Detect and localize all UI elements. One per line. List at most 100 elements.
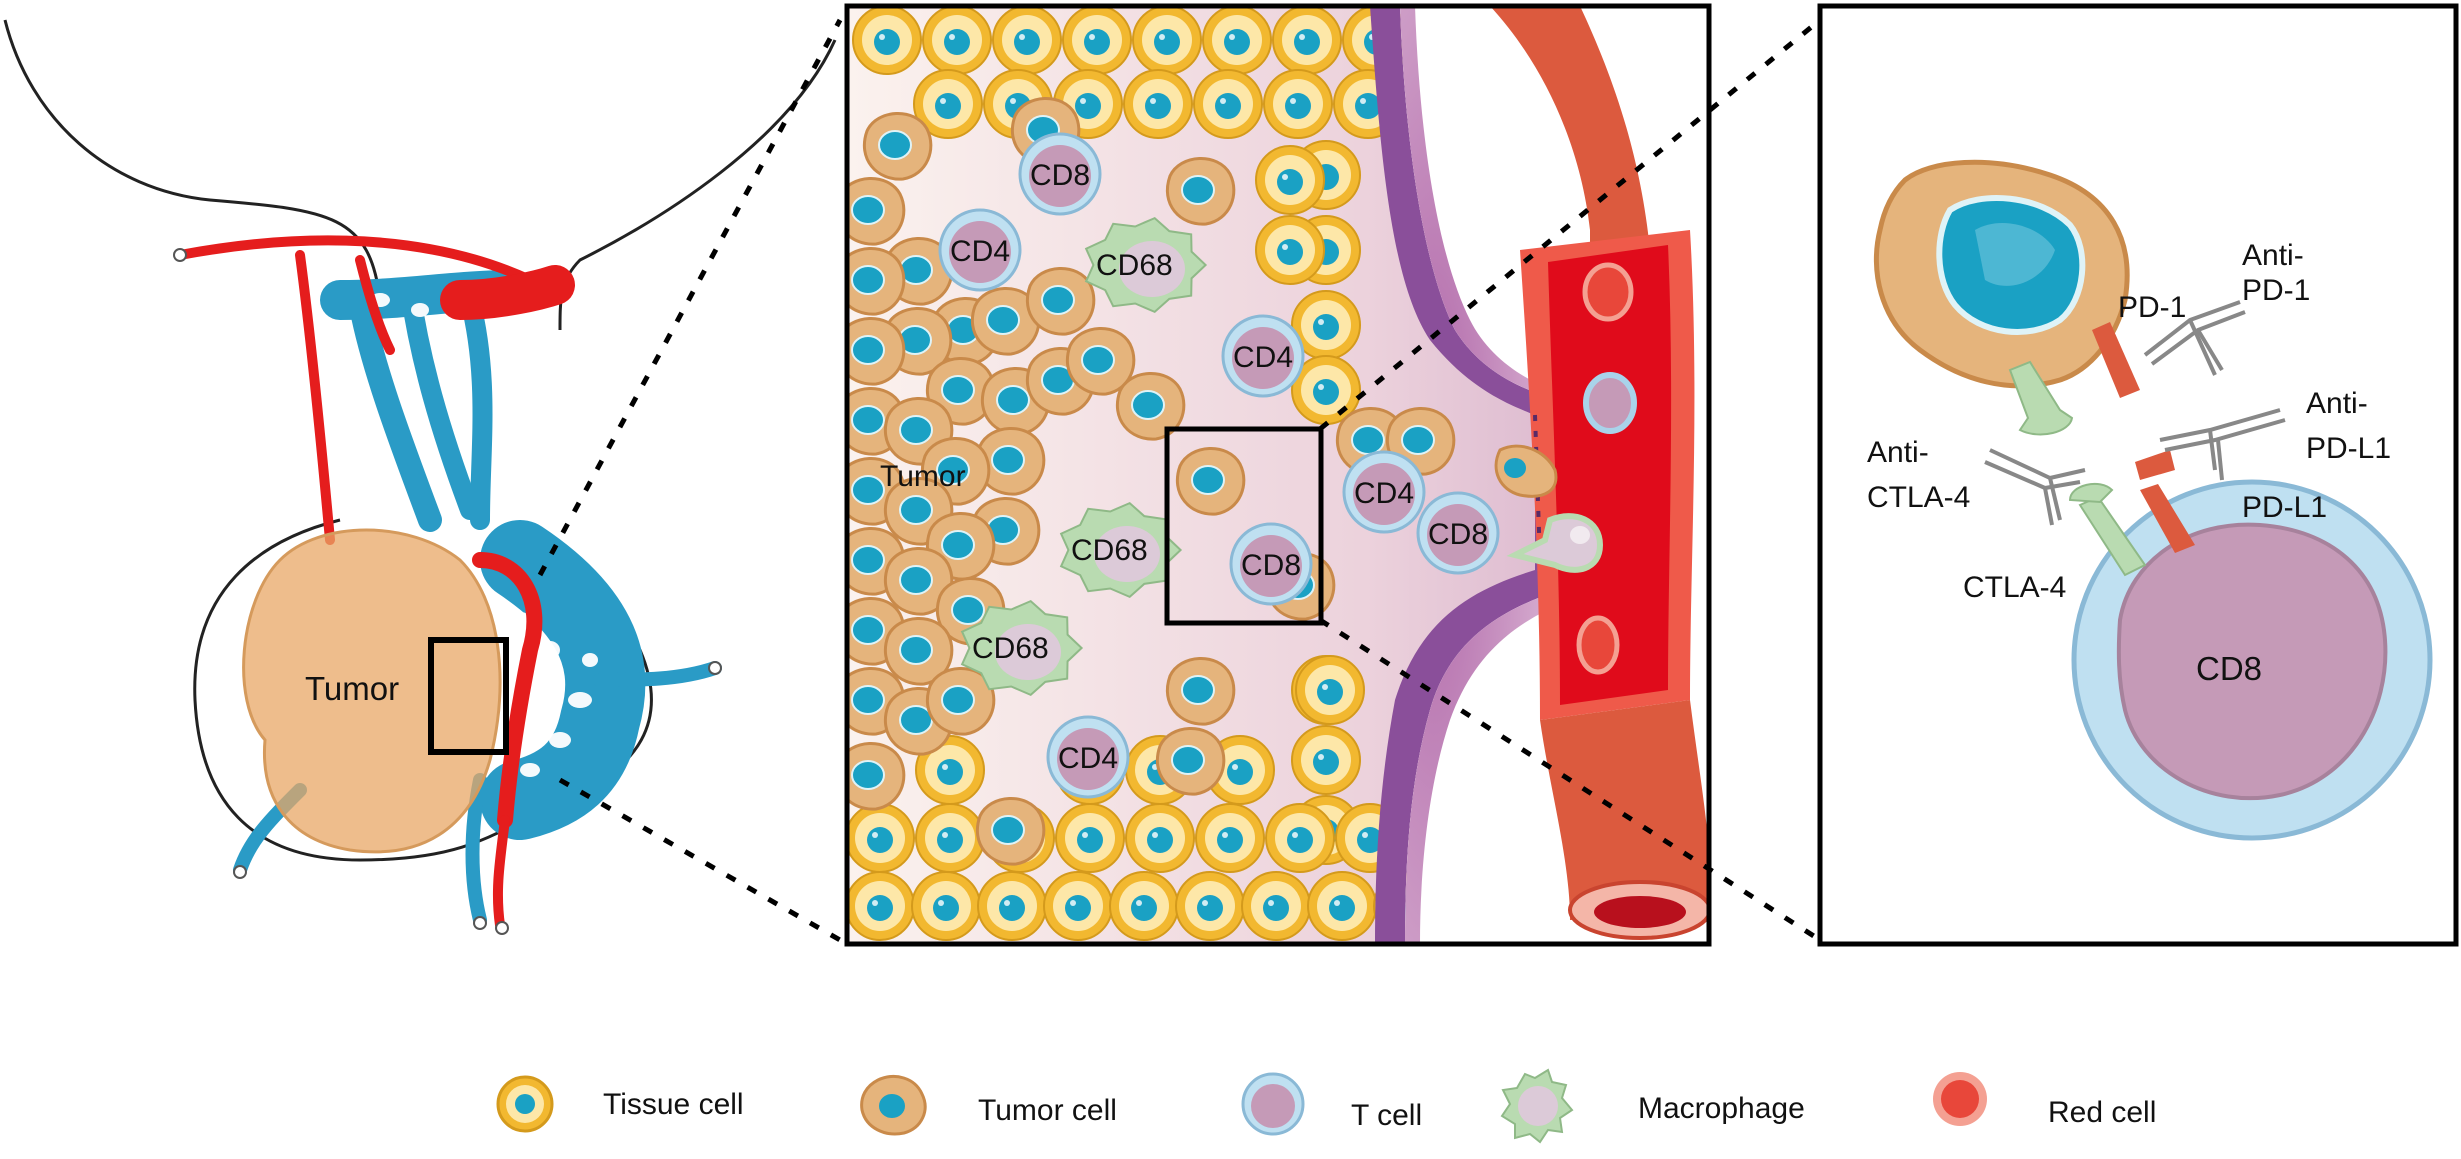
t-cell-cd4-bottom: CD4 [1046, 715, 1130, 799]
tumor-cell-icon [860, 1075, 927, 1136]
tissue-cell [1272, 6, 1342, 75]
tissue-cell [1291, 290, 1361, 360]
t-cell-cd8-top-label: CD8 [1030, 159, 1090, 192]
cd8-large-label: CD8 [2196, 650, 2262, 687]
macrophage-cd68-low-label: CD68 [972, 632, 1049, 665]
tumor-cell [847, 317, 906, 386]
pd1-label: PD-1 [2118, 291, 2186, 324]
tissue-cell [1202, 6, 1272, 75]
legend-label-red-cell: Red cell [2048, 1096, 2156, 1129]
t-cell-cd4-vessel: CD4 [1342, 450, 1426, 534]
tissue-cell [1263, 69, 1333, 139]
blood-vessels [175, 235, 575, 930]
tissue-cell [1109, 871, 1179, 941]
tissue-cell [1055, 803, 1125, 873]
tumor-cell [970, 287, 1041, 356]
tumor-cell [1165, 657, 1236, 726]
migrating-cells [1494, 444, 1604, 573]
tumor-cell [975, 797, 1046, 866]
artery-outer [1490, 6, 1650, 250]
tissue-cell [913, 69, 983, 139]
legend-label-macrophage: Macrophage [1638, 1092, 1805, 1125]
legend: Tissue cell Tumor cell T cell Macrophage… [496, 1068, 2156, 1144]
vessel-wall-inner [1370, 6, 1560, 944]
micro-panel-frame [844, 3, 1712, 947]
tissue-cell [1295, 655, 1365, 725]
t-cell-cd8-vessel-label: CD8 [1428, 518, 1488, 551]
pdl1-label: PD-L1 [2242, 491, 2327, 524]
tissue-cell [992, 6, 1062, 75]
zoom-line-lower [558, 777, 842, 943]
anti-ctla4-label-1: Anti- [1867, 436, 1929, 469]
tissue-cell [915, 735, 985, 805]
tissue-cell-icon [496, 1075, 554, 1133]
tumor-cell [847, 177, 906, 246]
tumor-cell [883, 617, 954, 686]
organ-zoom-box [428, 637, 509, 755]
red-cell-icon [1933, 1072, 1987, 1126]
legend-label-tumor-cell: Tumor cell [978, 1094, 1117, 1127]
anti-pd1-antibody [2143, 300, 2246, 376]
tissue-cell [1255, 145, 1325, 215]
anti-pdl1-label-2: PD-L1 [2306, 432, 2391, 465]
legend-label-t-cell: T cell [1351, 1099, 1422, 1132]
tissue-cell [1043, 871, 1113, 941]
micro-zoom-box [1164, 426, 1324, 626]
tumor-cell [925, 667, 996, 736]
t-cell-cd4-top: CD4 [938, 208, 1022, 292]
tissue-cell [1123, 69, 1193, 139]
t-cell-cd8-box: CD8 [1229, 522, 1313, 606]
red-cells-in-vessel [1576, 262, 1637, 675]
tissue-cell [852, 6, 922, 75]
t-cell-cd8-box-label: CD8 [1241, 549, 1301, 582]
t-cell-cd8-vessel: CD8 [1416, 491, 1500, 575]
organ-outline-right [558, 39, 837, 331]
tissue-cell [1241, 871, 1311, 941]
tissue-cell [1265, 803, 1335, 873]
anti-pd1-label-1: Anti- [2242, 239, 2304, 272]
tumor-cell [1155, 727, 1226, 796]
tumor-cell [1065, 327, 1136, 396]
lymphatic-network [233, 270, 722, 927]
checkpoint-panel: CD8 PD-1 Anti- PD-1 Anti- PD-L1 PD-L1 An… [1817, 3, 2459, 947]
vessel-wall-purple-fill [1400, 6, 1570, 944]
artery-lumen [1548, 245, 1672, 705]
anti-pdl1-antibody [2159, 408, 2286, 481]
t-cell-cd4-vessel-label: CD4 [1354, 477, 1414, 510]
t-cell-cd8-top: CD8 [1018, 132, 1102, 216]
organ-tumor-label: Tumor [305, 670, 399, 707]
anti-pdl1-label-1: Anti- [2306, 387, 2368, 420]
tissue-cell [911, 871, 981, 941]
t-cell-cd4-mid: CD4 [1221, 314, 1305, 398]
t-cell-cd4-bottom-label: CD4 [1058, 742, 1118, 775]
organ-outline-top [3, 19, 382, 301]
tumor-cell [1025, 267, 1096, 336]
tumor-cell [883, 547, 954, 616]
tumor-cell [1175, 447, 1246, 516]
tumor-cell [1115, 372, 1186, 441]
tissue-cell [1255, 215, 1325, 285]
tissue-cell [915, 803, 985, 873]
legend-label-tissue-cell: Tissue cell [603, 1088, 744, 1121]
tumor-cell [847, 247, 906, 316]
macrophage-icon [1500, 1068, 1574, 1144]
macrophage-cd68-top: CD68 [1084, 216, 1208, 314]
anti-pd1-label-2: PD-1 [2242, 274, 2310, 307]
tissue-cell [1195, 803, 1265, 873]
t-cell-cd4-top-label: CD4 [950, 235, 1010, 268]
tissue-cell [1307, 871, 1377, 941]
tumor-cell [1165, 157, 1236, 226]
tissue-cell [847, 803, 915, 873]
organ-tumor-mass [242, 528, 502, 854]
macrophage-cd68-low: CD68 [960, 599, 1084, 697]
anti-ctla4-label-2: CTLA-4 [1867, 481, 1970, 514]
tumor-cell [847, 742, 906, 811]
zoom-line-upper [537, 18, 843, 577]
organ-panel: Tumor [3, 18, 843, 943]
ctla4-label: CTLA-4 [1963, 571, 2066, 604]
t-cell-icon [1241, 1072, 1305, 1136]
macrophage-cd68-top-label: CD68 [1096, 249, 1173, 282]
pdl1-receptor [2140, 484, 2195, 553]
tissue-cell [1193, 69, 1263, 139]
